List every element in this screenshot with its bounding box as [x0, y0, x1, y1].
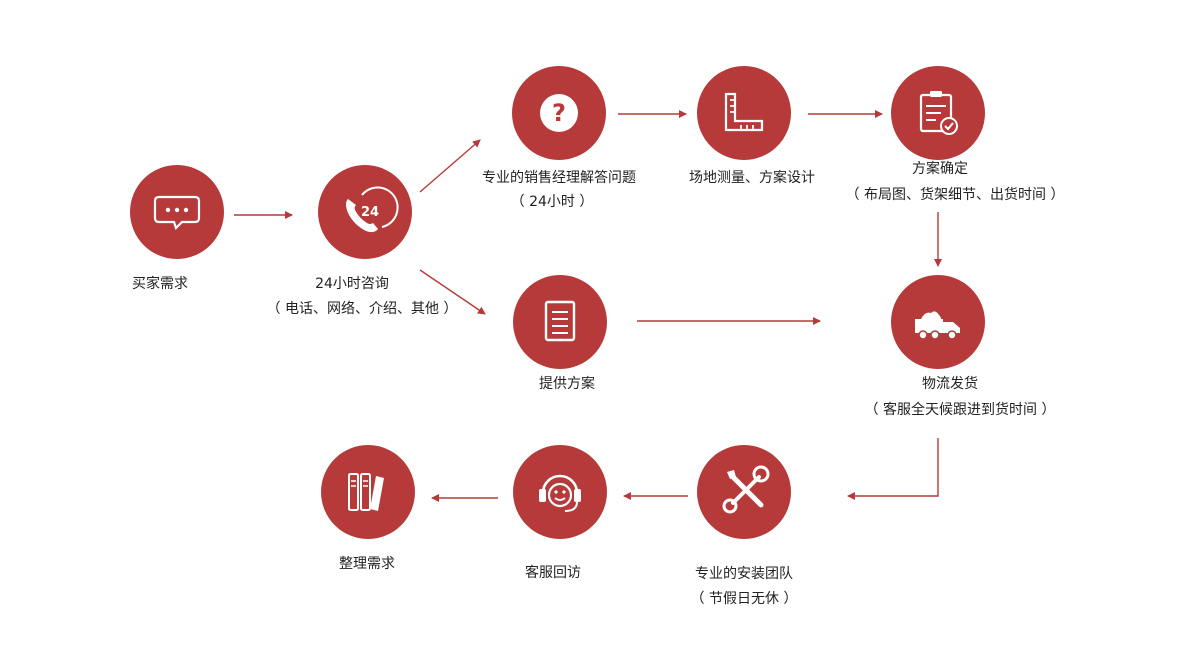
step-label: 买家需求 — [132, 276, 188, 292]
step-label: 24小时咨询 — [315, 276, 389, 292]
step-sublabel: （ 24小时 ） — [510, 194, 594, 210]
step-label: 场地测量、方案设计 — [689, 170, 815, 186]
step-label: 物流发货 — [922, 376, 978, 392]
step-label: 专业的销售经理解答问题 — [482, 170, 636, 186]
step-provide-plan — [513, 275, 607, 369]
document-icon — [544, 300, 576, 342]
step-install-team — [697, 445, 791, 539]
step-label: 客服回访 — [525, 565, 581, 581]
clipboard-check-icon — [919, 91, 958, 135]
arrow-2-to-6 — [419, 269, 486, 315]
step-24h-consult: 24 — [318, 165, 412, 259]
binders-icon — [348, 473, 384, 511]
step-label: 方案确定 — [912, 161, 968, 177]
svg-text:24: 24 — [361, 205, 379, 220]
step-sublabel: （ 节假日无休 ） — [690, 591, 798, 607]
step-label: 整理需求 — [339, 556, 395, 572]
step-logistics — [891, 275, 985, 369]
step-sales-manager: ? — [512, 66, 606, 160]
truck-icon — [915, 311, 960, 340]
question-icon: ? — [540, 94, 578, 132]
phone-24-icon: 24 — [346, 186, 399, 233]
step-customer-revisit — [513, 445, 607, 539]
step-organize-needs — [321, 445, 415, 539]
chat-bubble-icon — [153, 195, 201, 231]
step-site-measure — [697, 66, 791, 160]
step-label: 专业的安装团队 — [695, 566, 793, 582]
ruler-icon — [724, 92, 764, 132]
arrow-2-to-3 — [419, 139, 481, 193]
step-sublabel: （ 客服全天候跟进到货时间 ） — [864, 402, 1056, 418]
step-plan-confirm — [891, 66, 985, 160]
headset-smile-icon — [539, 474, 581, 512]
step-buyer-needs — [130, 165, 224, 259]
step-sublabel: （ 布局图、货架细节、出货时间 ） — [845, 187, 1065, 203]
step-sublabel: （ 电话、网络、介绍、其他 ） — [266, 301, 458, 317]
tools-icon — [722, 465, 770, 514]
arrow-7-to-8 — [847, 438, 939, 500]
step-label: 提供方案 — [539, 376, 595, 392]
svg-text:?: ? — [552, 99, 566, 127]
